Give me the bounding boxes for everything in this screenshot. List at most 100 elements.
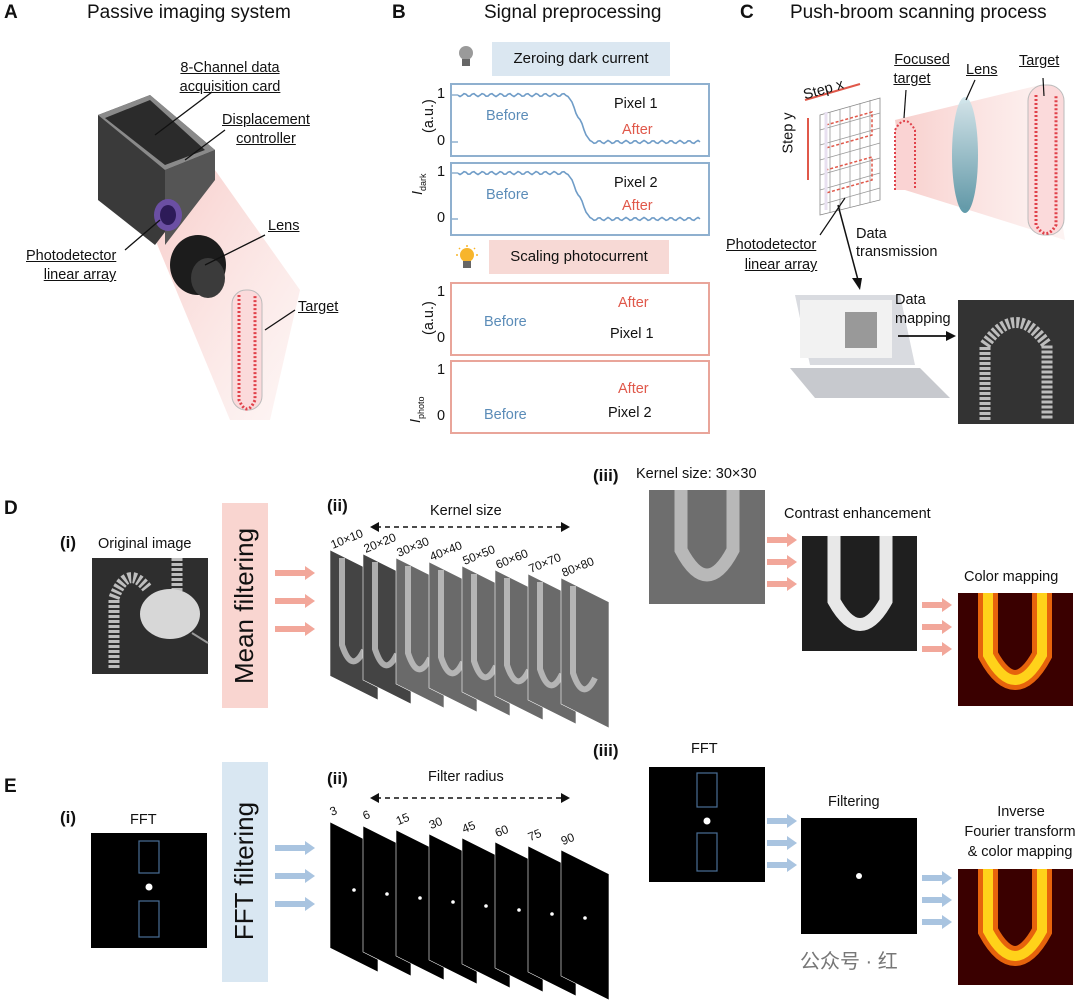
- scaling-photocurrent-header: Scaling photocurrent: [489, 240, 669, 274]
- fft-image-iii: [649, 767, 765, 882]
- filter-radius-tick: 6: [360, 807, 373, 823]
- pixel1-d: Pixel 1: [614, 96, 658, 112]
- daq-card-label-line1: 8-Channel data: [180, 60, 280, 76]
- lens-label-a: Lens: [268, 218, 300, 234]
- photo-pixel2-plot: [450, 360, 710, 434]
- tick-0-d2: 0: [437, 210, 446, 226]
- panel-e-sub-iii: (iii): [593, 741, 619, 760]
- before-d1: Before: [486, 108, 529, 124]
- filter-radius-arrow: [370, 793, 570, 803]
- process-arrow: [767, 814, 797, 828]
- original-image: [92, 558, 209, 674]
- filtered-image: [801, 818, 917, 934]
- process-arrow: [767, 577, 797, 591]
- panel-b-title: Signal preprocessing: [484, 2, 662, 23]
- target-label-a: Target: [298, 299, 339, 315]
- after-d2: After: [622, 198, 653, 214]
- process-arrow: [275, 869, 315, 883]
- kernel-size-tick: 30×30: [394, 534, 432, 560]
- kernel-slice: 80×80: [559, 554, 611, 729]
- kernel-size-tick: 20×20: [361, 530, 399, 556]
- before-p2: Before: [484, 407, 527, 423]
- photodetector-label-line2: linear array: [43, 267, 117, 283]
- kernel-size-tick: 70×70: [526, 550, 564, 576]
- panel-d-sub-i: (i): [60, 533, 77, 552]
- data-transmission-label-line2: transmission: [856, 244, 938, 260]
- radius-stack: 3 6 15 30 45 60 75 90: [327, 803, 620, 1000]
- slice-image: [560, 849, 610, 1000]
- process-arrow: [275, 622, 315, 636]
- tick-1-d1: 1: [437, 86, 446, 102]
- bulb-off-icon: [459, 46, 473, 66]
- mean-filtering-box: [222, 503, 268, 708]
- inverse-label-line2: Fourier transform: [964, 824, 1076, 840]
- displacement-controller-label-line2: controller: [236, 131, 296, 147]
- filter-radius-tick: 60: [492, 822, 511, 840]
- kernel-size-tick: 80×80: [559, 554, 597, 580]
- radius-slice: 90: [558, 830, 611, 1000]
- slice-image: [560, 577, 610, 729]
- target-label-c: Target: [1019, 53, 1060, 69]
- process-arrow: [922, 620, 952, 634]
- after-p1: After: [618, 295, 649, 311]
- panel-a-title: Passive imaging system: [87, 2, 291, 23]
- photo-pixel1-plot: [450, 282, 710, 356]
- process-arrow: [767, 836, 797, 850]
- process-arrow: [922, 598, 952, 612]
- panel-e-sub-ii: (ii): [327, 769, 348, 788]
- pixel2-d: Pixel 2: [614, 175, 658, 191]
- imaging-system-illustration: [98, 91, 300, 420]
- tick-0-p2: 0: [437, 408, 446, 424]
- tick-1-p2: 1: [437, 362, 446, 378]
- lens-label-c: Lens: [966, 62, 998, 78]
- tick-1-d2: 1: [437, 164, 446, 180]
- process-arrow: [275, 841, 315, 855]
- filter-radius-tick: 3: [327, 803, 340, 819]
- kernel-stack: 10×10 20×20 30×30 40×40 50×50 60×60 70×7…: [328, 526, 620, 729]
- tick-0-d1: 0: [437, 133, 446, 149]
- process-arrow: [767, 555, 797, 569]
- pixel1-p: Pixel 1: [610, 326, 654, 342]
- filtering-label: Filtering: [828, 794, 880, 810]
- panel-e-label: E: [4, 776, 17, 797]
- kernel-size-tick: 60×60: [493, 546, 531, 572]
- process-arrow: [767, 858, 797, 872]
- filter-radius-tick: 15: [393, 810, 412, 828]
- mean-filtering-label: Mean filtering: [229, 527, 259, 685]
- color-mapped-image: [958, 593, 1073, 706]
- kernel-size-tick: 50×50: [460, 542, 498, 568]
- displacement-controller-label-line1: Displacement: [222, 112, 310, 128]
- photodetector-label-c-line2: linear array: [744, 257, 818, 273]
- mean-filtering-arrows: [275, 566, 315, 636]
- watermark: 公众号 · 红: [800, 951, 898, 973]
- bulb-on-icon: [456, 245, 478, 268]
- filtering-arrows: [767, 814, 797, 872]
- process-arrow: [275, 594, 315, 608]
- filter-radius-tick: 45: [459, 818, 478, 836]
- daq-card-label-line2: acquisition card: [179, 79, 281, 95]
- before-p1: Before: [484, 314, 527, 330]
- process-arrow: [922, 893, 952, 907]
- inverse-arrows: [922, 871, 952, 929]
- color-mapping-label: Color mapping: [964, 569, 1059, 585]
- data-mapping-label-line2: mapping: [895, 311, 951, 327]
- fft-filtering-box: [222, 762, 268, 982]
- zeroing-dark-current-header: Zeroing dark current: [492, 42, 670, 76]
- data-transmission-label-line1: Data: [856, 226, 887, 242]
- fft-label-i: FFT: [130, 812, 157, 828]
- data-mapping-label-line1: Data: [895, 292, 926, 308]
- kernel-size-tick: 40×40: [427, 538, 465, 564]
- focused-target-label-line2: target: [893, 71, 931, 87]
- panel-e-sub-i: (i): [60, 808, 77, 827]
- after-p2: After: [618, 381, 649, 397]
- contrast-enhancement-label: Contrast enhancement: [784, 506, 931, 522]
- fft-filtering-arrows: [275, 841, 315, 911]
- panel-d-sub-ii: (ii): [327, 496, 348, 515]
- contrast-image: [802, 536, 917, 651]
- process-arrow: [922, 642, 952, 656]
- panel-d-label: D: [4, 498, 18, 519]
- panel-c-title: Push-broom scanning process: [790, 2, 1047, 23]
- tick-1-p1: 1: [437, 284, 446, 300]
- filter-radius-tick: 75: [525, 826, 544, 844]
- filter-radius-tick: 30: [426, 814, 445, 832]
